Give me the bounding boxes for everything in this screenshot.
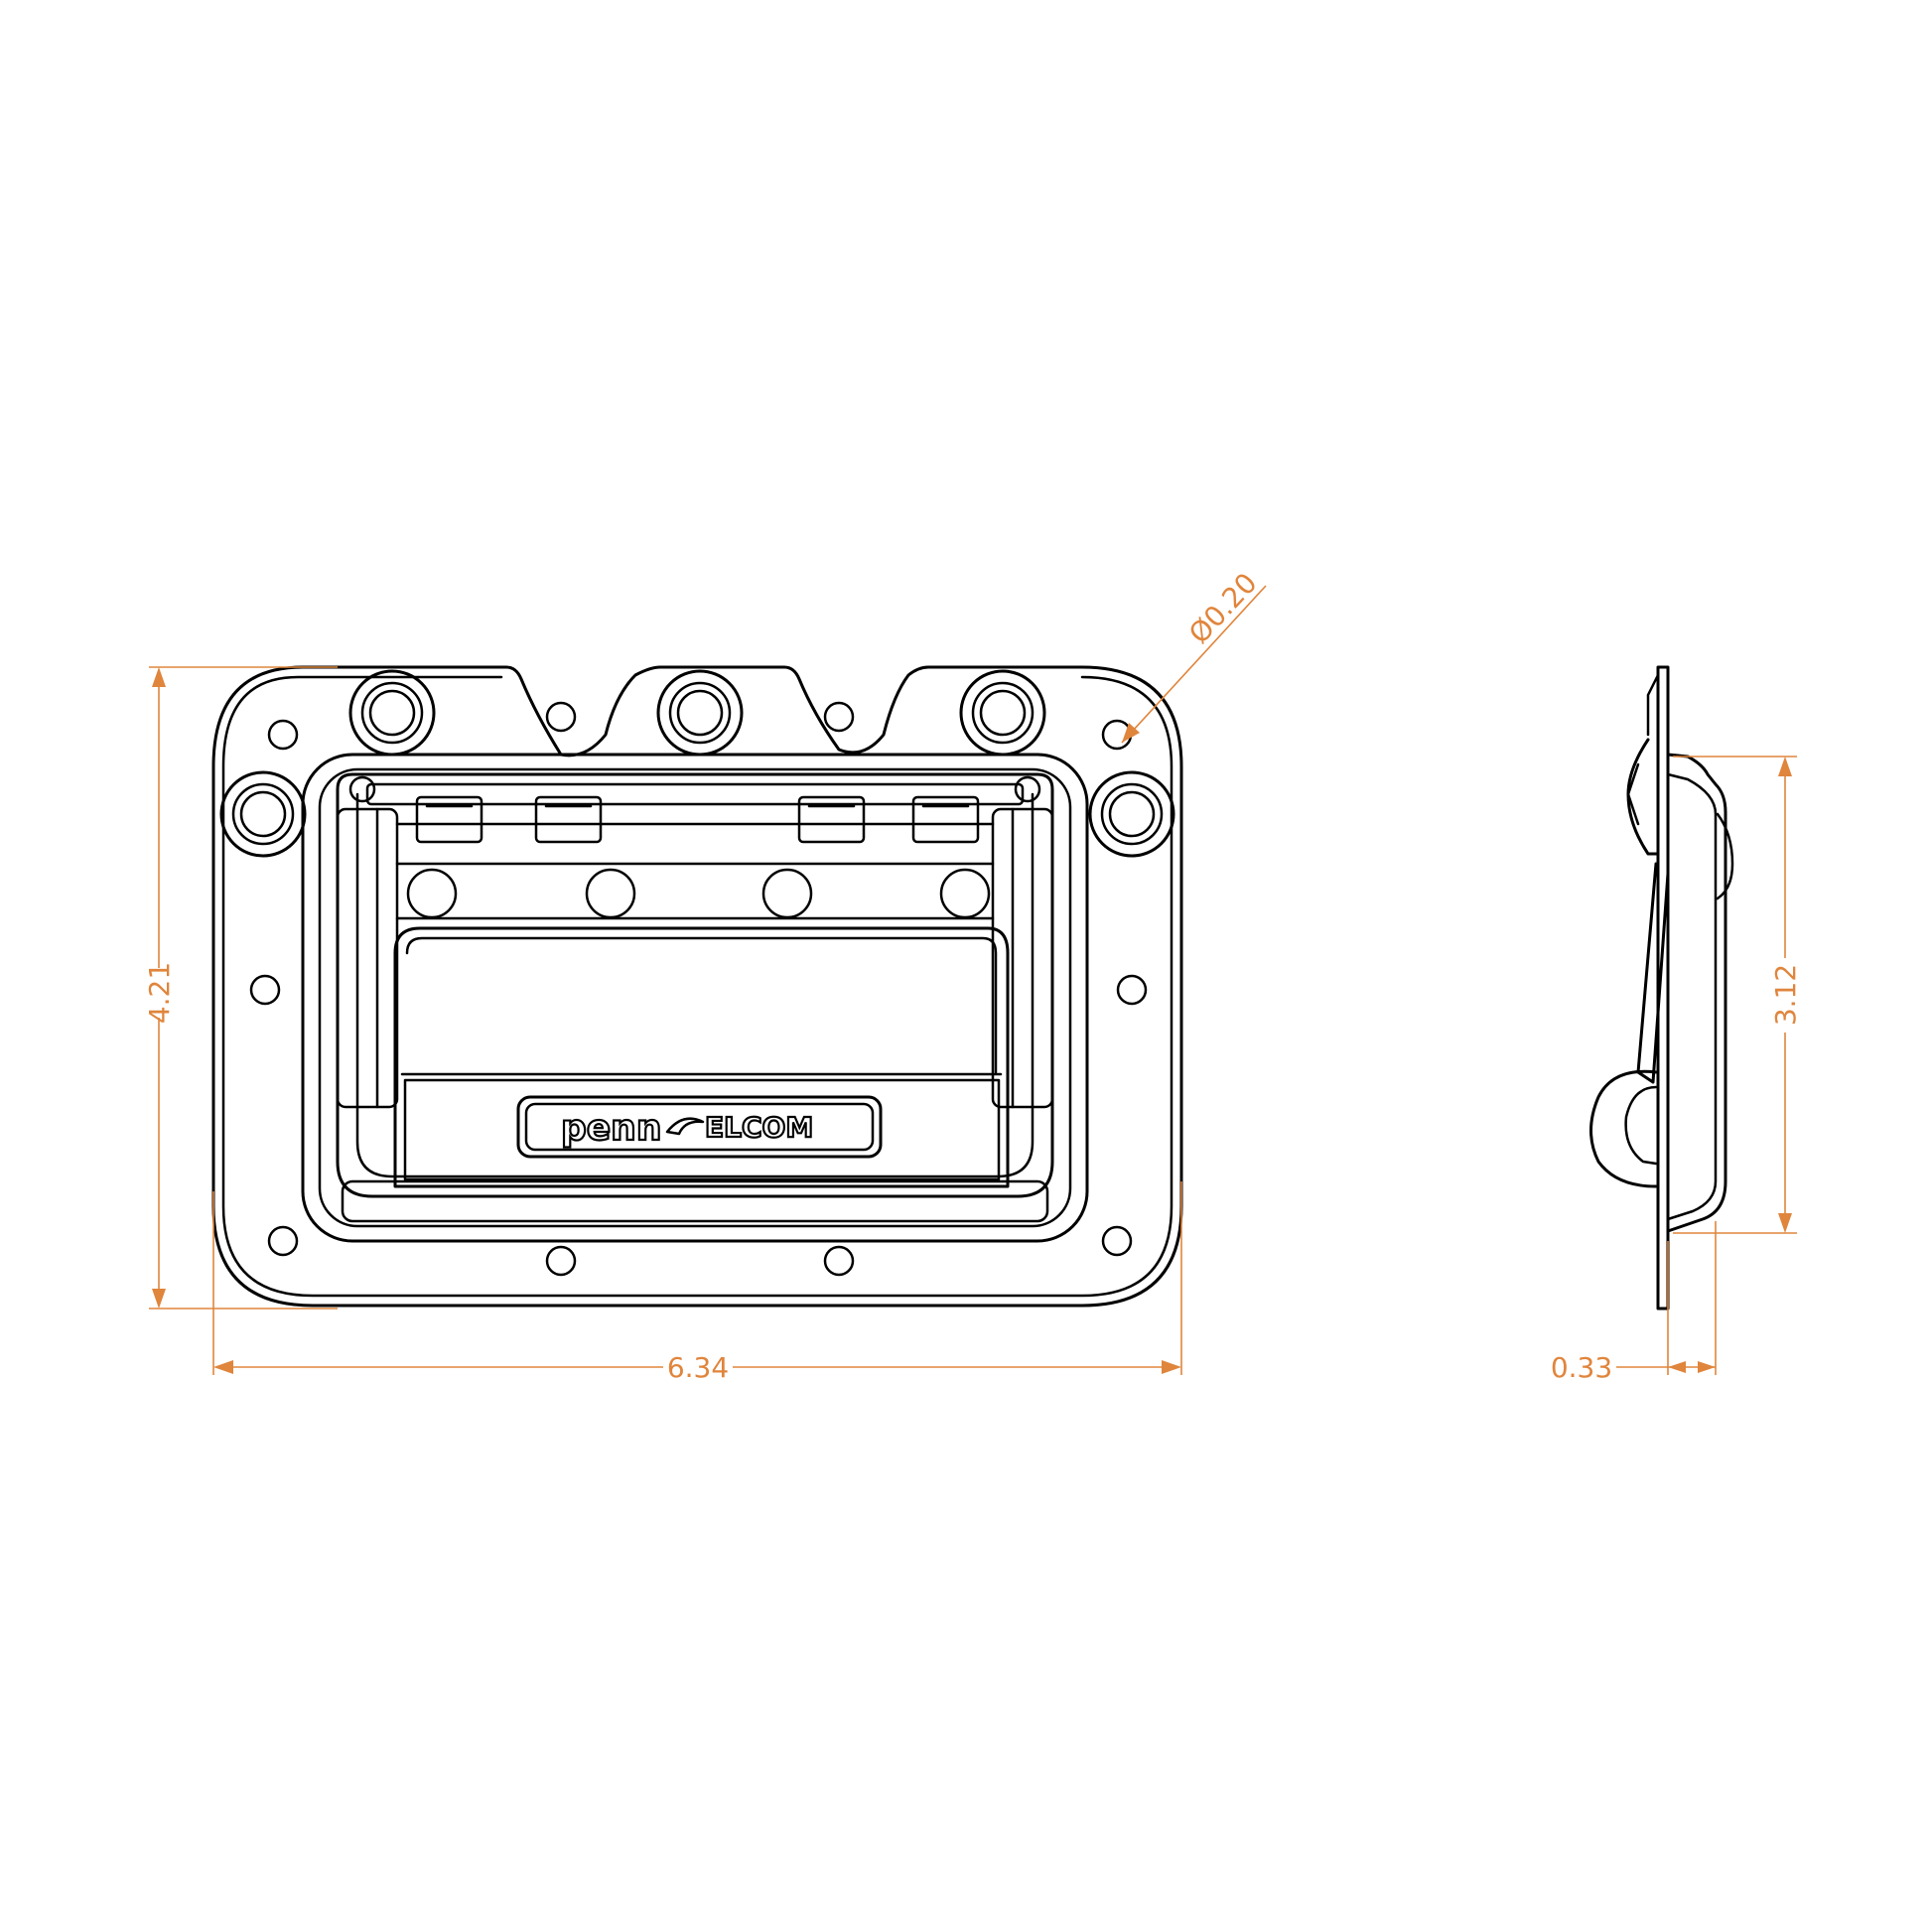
rivets	[406, 868, 991, 919]
hole	[267, 719, 299, 751]
side-pan-inner	[1666, 772, 1718, 1221]
hole	[1116, 974, 1148, 1006]
height-label: 4.21	[143, 962, 176, 1024]
logo-text-elcom: ELCOM	[705, 1111, 813, 1144]
arrow-right	[1162, 1360, 1181, 1374]
logo-plate	[516, 1095, 883, 1159]
pivot-right	[1014, 775, 1041, 803]
hole	[249, 974, 281, 1006]
rivet	[939, 868, 991, 919]
width-label: 6.34	[667, 1351, 729, 1384]
screw-head	[348, 669, 436, 757]
front-view: penn ELCOM	[211, 665, 1183, 1308]
hole	[545, 1245, 577, 1277]
flange-outline	[211, 665, 1183, 1308]
depth-label: 0.33	[1551, 1351, 1612, 1384]
logo-plate-inner	[524, 1102, 875, 1152]
spring-tab	[911, 795, 980, 844]
side-handle-arm	[1636, 862, 1670, 1084]
recess-outer	[301, 753, 1089, 1243]
hole	[823, 1245, 855, 1277]
grip-plate	[393, 926, 1010, 1188]
diameter-label: Ø0.20	[1182, 567, 1264, 650]
diameter-leader	[1121, 585, 1267, 744]
screw-head	[1088, 770, 1175, 858]
hole	[545, 701, 577, 733]
grip-plate-inner	[405, 936, 998, 1074]
diameter-arrow	[1122, 723, 1140, 743]
arrow-up	[152, 667, 166, 687]
spring-tabs	[415, 795, 980, 844]
arrow-down	[152, 1289, 166, 1309]
hole	[823, 701, 855, 733]
mounting-screws	[219, 669, 1175, 858]
side-arrow-down	[1778, 1213, 1792, 1233]
rivet	[406, 868, 458, 919]
handle-arm-right	[991, 807, 1054, 1109]
front-dimensions: 4.21 6.34 Ø0.20	[143, 567, 1267, 1384]
small-holes	[249, 701, 1148, 1277]
depth-arrow-left	[1668, 1361, 1686, 1373]
logo-text-penn: penn	[561, 1108, 661, 1149]
hole	[1101, 1225, 1133, 1257]
depth-arrow-right	[1698, 1361, 1716, 1373]
arrow-left	[213, 1360, 233, 1374]
side-arrow-up	[1778, 757, 1792, 776]
screw-head	[656, 669, 744, 757]
side-cup-detail	[1626, 762, 1640, 826]
rivet	[585, 868, 636, 919]
side-height-label: 3.12	[1769, 964, 1802, 1026]
side-dimensions: 3.12 0.33	[1551, 756, 1802, 1384]
recess-floor	[341, 1179, 1049, 1223]
handle-bail-inner	[355, 792, 1035, 1178]
screw-head	[219, 770, 307, 858]
recess-inner	[318, 767, 1072, 1228]
spring-tab	[534, 795, 603, 844]
grip-face	[403, 1078, 1001, 1181]
handle-arm-left	[336, 807, 399, 1109]
spring-tab	[415, 795, 483, 844]
spring-tab	[797, 795, 866, 844]
flange-inner-line	[221, 675, 1173, 1298]
screw-head	[959, 669, 1046, 757]
logo-swoosh-icon	[665, 1117, 705, 1136]
side-flange	[1656, 665, 1670, 1311]
side-knob	[1716, 812, 1734, 900]
side-view	[1589, 665, 1734, 1311]
handle-bail	[336, 772, 1054, 1198]
side-pivot-inner	[1624, 1085, 1658, 1166]
side-cup-top	[1626, 738, 1660, 856]
rivet	[761, 868, 813, 919]
hole	[267, 1225, 299, 1257]
pivot-left	[348, 775, 376, 803]
top-rail	[365, 782, 1025, 806]
side-pivot	[1589, 1069, 1658, 1188]
side-pan	[1666, 753, 1727, 1233]
side-flange-lip	[1646, 673, 1660, 737]
